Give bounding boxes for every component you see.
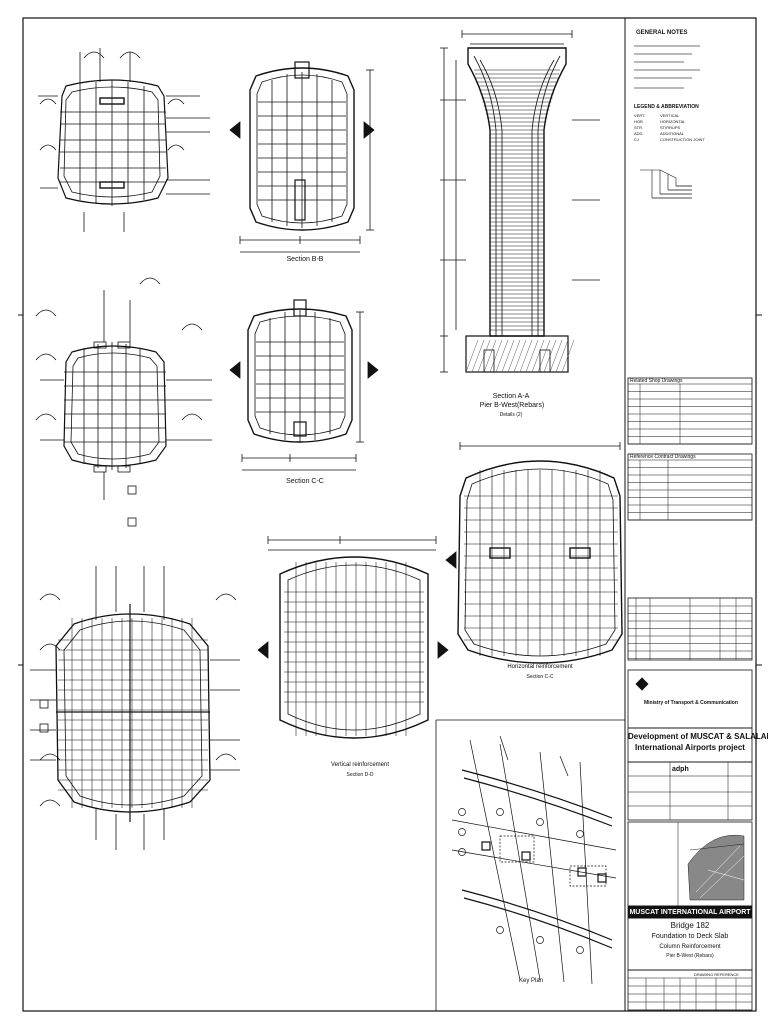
- section-aa-title: Section A-A: [492, 393, 530, 400]
- general-notes-title: GENERAL NOTES: [636, 30, 688, 36]
- section-aa-drawing: [440, 30, 600, 373]
- key-plan-drawing: [451, 735, 617, 985]
- legend-meaning: CONSTRUCTION JOINT: [660, 137, 705, 142]
- hatch-line: [471, 339, 485, 373]
- side-panel: [627, 45, 753, 1011]
- drawing-title-1: Bridge 182: [670, 921, 710, 930]
- legend-abbr: VERT.: [634, 113, 646, 118]
- drawing-title-3: Column Reinforcement: [659, 944, 721, 950]
- hatch-line: [525, 339, 539, 373]
- plan-detail-bottom-left: [30, 566, 240, 850]
- legend-abbr: STR.: [634, 125, 644, 130]
- legend-meaning: ADDITIONAL: [660, 131, 685, 136]
- vertical-reinforcement-subtitle: Section D-D: [346, 772, 374, 778]
- foundation-hatch: [465, 339, 575, 373]
- hatch-line: [549, 339, 563, 373]
- vertical-reinforcement-grid: [284, 562, 424, 736]
- project-title-line-2: International Airports project: [635, 743, 745, 752]
- bottom-left-rebar-grid: [58, 618, 208, 808]
- horizontal-reinforcement-grid: [464, 470, 618, 656]
- drawing-title-2: Foundation to Deck Slab: [651, 933, 729, 940]
- legend-meaning: HORIZONTAL: [660, 119, 686, 124]
- legend-meaning: STIRRUPS: [660, 125, 681, 130]
- section-bb-title: Section B-B: [286, 256, 324, 263]
- legend-row: CJ CONSTRUCTION JOINT: [634, 137, 744, 143]
- reference-contract-drawings-table: [628, 459, 752, 521]
- location-map-thumbnail: [687, 834, 745, 901]
- vertical-reinforcement-drawing: [257, 536, 449, 739]
- key-plan-title: Key Plan: [518, 978, 543, 984]
- hatch-line: [513, 339, 527, 373]
- section-cc-drawing: [229, 299, 379, 471]
- plan-detail-top-left: [38, 48, 210, 232]
- hatch-line: [495, 339, 509, 373]
- drawing-title-4: Pier B-West (Rebars): [666, 953, 714, 959]
- legend-title: LEGEND & ABBREVIATION: [634, 104, 699, 110]
- project-title-line-1: Development of MUSCAT & SALALAH: [628, 732, 768, 741]
- section-cc-title: Section C-C: [286, 478, 324, 485]
- section-bb-drawing: [229, 61, 375, 253]
- ministry-name: Ministry of Transport & Communication: [644, 700, 738, 706]
- section-aa-detail: Details (2): [499, 412, 523, 418]
- hatch-line: [501, 339, 515, 373]
- hatch-line: [561, 339, 575, 373]
- reference-contract-drawings-title: Reference Contract Drawings: [630, 454, 696, 460]
- related-shop-drawings-table: [628, 383, 752, 445]
- hatch-line: [555, 339, 569, 373]
- legend-abbr: HOR.: [634, 119, 644, 124]
- pier-horizontal-bars: [473, 69, 561, 331]
- related-shop-drawings-title: Related Shop Drawings: [630, 378, 683, 384]
- horizontal-reinforcement-subtitle: Section C-C: [526, 674, 554, 680]
- hatch-line: [483, 339, 497, 373]
- hatch-line: [465, 339, 479, 373]
- sheet-border: [22, 17, 757, 1012]
- contractor-name: adph: [672, 766, 689, 773]
- legend-row: ADD. ADDITIONAL: [634, 131, 744, 137]
- legend-row: HOR. HORIZONTAL: [634, 119, 744, 125]
- hatch-line: [507, 339, 521, 373]
- legend-row: STR. STIRRUPS: [634, 125, 744, 131]
- legend-row: VERT. VERTICAL: [634, 113, 744, 119]
- section-aa-subtitle: Pier B-West(Rebars): [479, 402, 545, 409]
- plan-detail-middle-left: [35, 277, 212, 527]
- hatch-line: [519, 339, 533, 373]
- drawing-reference-block: [628, 977, 752, 1010]
- hatch-line: [489, 339, 503, 373]
- horizontal-reinforcement-title: Horizontal reinforcement: [507, 664, 573, 670]
- legend-abbr: ADD.: [634, 131, 644, 136]
- legend-list: VERT. VERTICAL HOR. HORIZONTAL STR. STIRRUP…: [634, 113, 744, 143]
- legend-meaning: VERTICAL: [660, 113, 680, 118]
- drawing-reference-label: DRAWING REFERENCE: [694, 972, 739, 977]
- vertical-reinforcement-title: Vertical reinforcement: [330, 762, 390, 768]
- general-notes-lines: [634, 45, 700, 89]
- hatch-line: [531, 339, 545, 373]
- horizontal-reinforcement-drawing: [445, 442, 623, 664]
- airport-name: MUSCAT INTERNATIONAL AIRPORT: [629, 909, 751, 916]
- legend-abbr: CJ: [634, 137, 639, 142]
